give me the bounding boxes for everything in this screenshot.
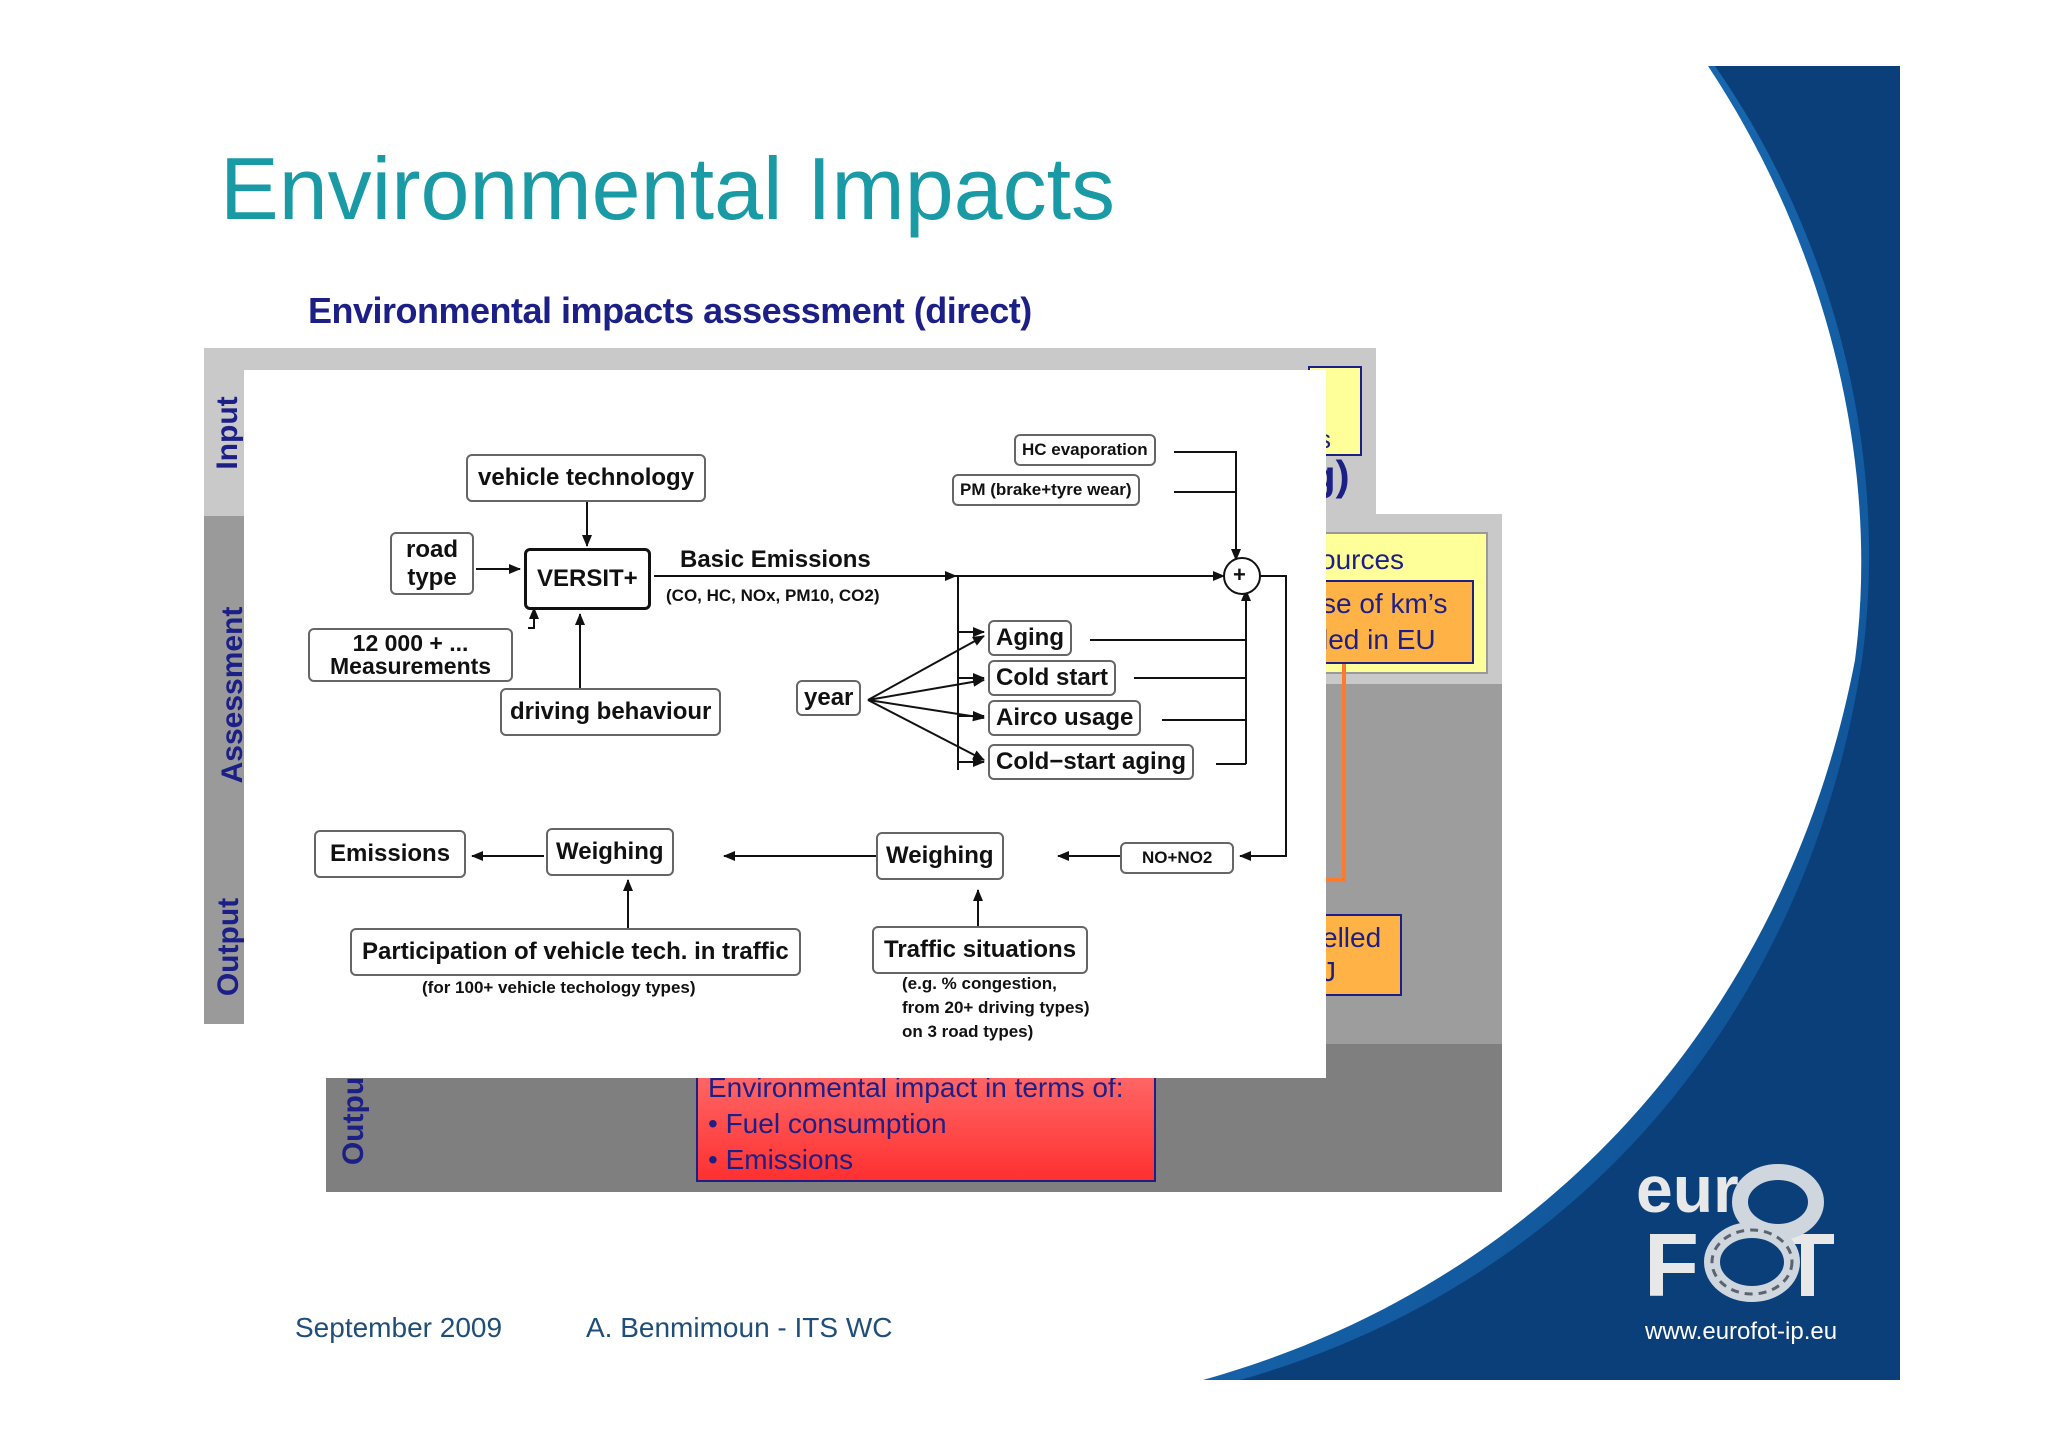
diagram-connectors (471, 451, 1287, 930)
footer-author: A. Benmimoun - ITS WC (586, 1312, 893, 1343)
bg-km-fragment-2: led in EU (1322, 624, 1436, 655)
footer-website[interactable]: www.eurofot-ip.eu (1645, 1318, 1838, 1345)
node-measurements-line1: 12 000 + ... (352, 630, 469, 656)
bg-sources-fragment: ources (1320, 544, 1405, 575)
label-basic-emissions: Basic Emissions (680, 546, 871, 573)
bg-travelled-box (1318, 914, 1402, 996)
note-participation: (for 100+ vehicle techology types) (422, 978, 696, 997)
node-aging: Aging (988, 620, 1072, 656)
eurofot-logo: eur F T (1630, 1150, 1870, 1316)
bg-km-fragment-1: se of km’s (1322, 588, 1448, 619)
stage-label-input: Input (211, 396, 244, 470)
bg-output-item-emissions: • Emissions (708, 1144, 854, 1175)
node-cold-start-aging: Cold−start aging (988, 744, 1195, 780)
node-measurements: 12 000 + ... Measurements (308, 628, 514, 682)
bg-orange-connector-h (1318, 878, 1346, 882)
emissions-diagram: vehicle technology road type VERSIT+ 12 … (244, 370, 1326, 1078)
node-vehicle-technology: vehicle technology (466, 454, 707, 502)
note-traffic-line3: on 3 road types) (902, 1022, 1034, 1041)
node-weighing-left: Weighing (546, 828, 674, 876)
node-traffic-situations: Traffic situations (872, 926, 1089, 974)
bg-travelled-fragment-1: elled (1322, 922, 1382, 953)
note-traffic-line1: (e.g. % congestion, (902, 974, 1057, 993)
node-weighing-right: Weighing (876, 832, 1004, 880)
svg-text:eur: eur (1636, 1152, 1739, 1226)
node-cold-start: Cold start (988, 660, 1117, 696)
label-basic-emissions-components: (CO, HC, NOx, PM10, CO2) (666, 586, 880, 605)
node-no-no2: NO+NO2 (1120, 842, 1235, 874)
slide-subtitle: Environmental impacts assessment (direct… (308, 290, 1032, 331)
bg-output-band (204, 876, 244, 1024)
note-traffic-line2: from 20+ driving types) (902, 998, 1090, 1017)
node-road-type-line1: road (406, 536, 459, 563)
bg-input-band (204, 348, 244, 516)
node-road-type-line2: type (407, 563, 457, 591)
node-pm-wear: PM (brake+tyre wear) (952, 474, 1140, 506)
node-versit: VERSIT+ (524, 548, 651, 610)
bg-km-box (1310, 580, 1474, 664)
node-emissions: Emissions (314, 830, 467, 878)
node-hc-evaporation: HC evaporation (1014, 434, 1156, 466)
node-road-type: road type (390, 532, 475, 596)
node-airco-usage: Airco usage (988, 700, 1142, 736)
node-measurements-line2: Measurements (330, 653, 492, 679)
footer-date: September 2009 (295, 1312, 503, 1343)
bg-output-item-fuel: • Fuel consumption (708, 1108, 947, 1139)
svg-text:F: F (1644, 1216, 1699, 1310)
eurofot-logo-graphic: eur F T (1636, 1152, 1835, 1316)
bg-orange-connector (1342, 664, 1346, 882)
node-year: year (796, 680, 862, 716)
stage-label-output: Output (212, 897, 245, 997)
node-participation: Participation of vehicle tech. in traffi… (350, 928, 801, 976)
lower-stage-label-output: Outpu (337, 1076, 370, 1166)
node-driving-behaviour: driving behaviour (500, 688, 722, 736)
node-plus: + (1233, 562, 1246, 587)
slide-title: Environmental Impacts (220, 139, 1116, 238)
